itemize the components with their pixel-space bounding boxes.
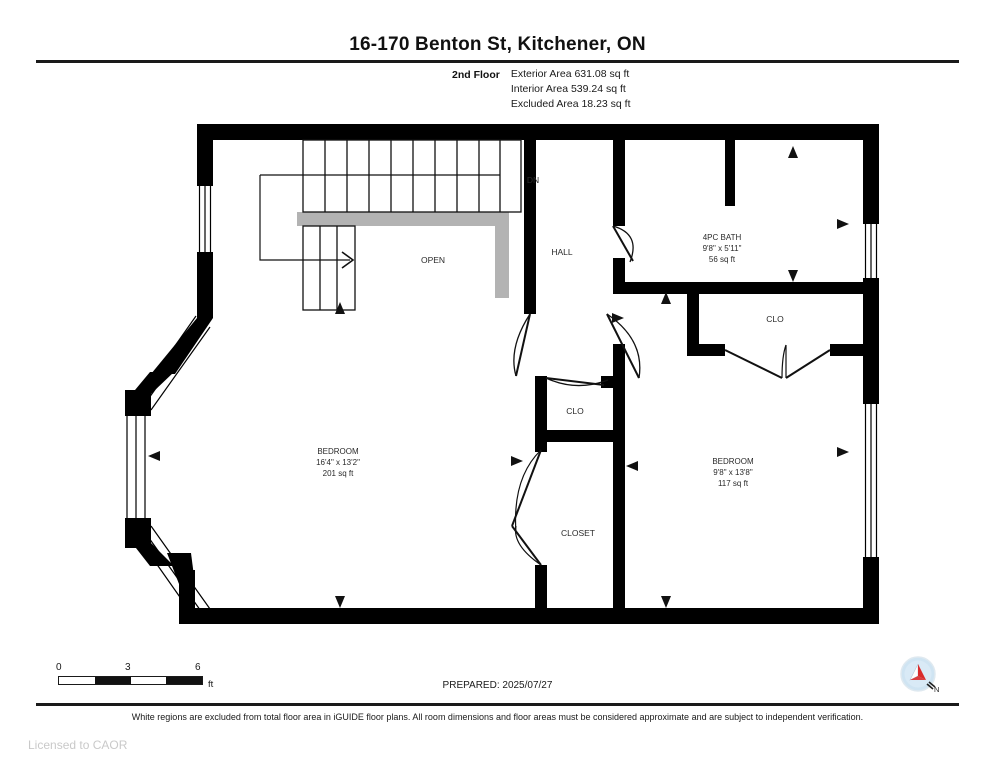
window-right-upper — [863, 224, 879, 278]
scale-tick-3: 3 — [125, 662, 131, 673]
door-clo-bedroom — [724, 344, 831, 379]
scale-segment — [94, 677, 131, 684]
compass-north-label: N — [934, 685, 940, 694]
bath-area: 56 sq ft — [709, 255, 736, 264]
window-left-upper — [197, 186, 213, 252]
scale-segment — [166, 677, 202, 684]
bedroom-main-name: BEDROOM — [317, 447, 359, 456]
bay-window-assembly — [125, 315, 213, 624]
license-text: Licensed to CAOR — [28, 738, 128, 752]
interior-area-text: Interior Area 539.24 sq ft — [510, 83, 626, 95]
bath-name: 4PC BATH — [703, 233, 742, 242]
bedroom-secondary-area: 117 sq ft — [718, 479, 749, 488]
dim-arrow-left — [626, 461, 638, 471]
exterior-area-text: Exterior Area 631.08 sq ft — [510, 68, 630, 80]
bay-window-middle — [125, 416, 151, 522]
door-bath — [612, 225, 634, 263]
page-title: 16-170 Benton St, Kitchener, ON — [349, 34, 646, 55]
footer-divider — [36, 703, 959, 706]
area-list: Exterior Area 631.08 sq ft Interior Area… — [511, 68, 631, 110]
dim-arrow-right — [837, 219, 849, 229]
excluded-area-text: Excluded Area 18.23 sq ft — [510, 98, 631, 110]
door-closet — [511, 449, 542, 566]
bedroom-main-dimensions: 16'4" x 13'2" — [316, 458, 360, 467]
dim-arrow-up — [788, 146, 798, 158]
dim-arrow-right — [612, 313, 624, 323]
dim-arrow-down — [661, 596, 671, 608]
label-closet: CLOSET — [561, 528, 595, 538]
label-clo-bedroom: CLO — [766, 314, 784, 324]
dim-arrow-up — [661, 292, 671, 304]
compass-rose-icon — [900, 656, 936, 692]
bath-dimensions: 9'8" x 5'11" — [703, 244, 742, 253]
room-label-bath: 4PC BATH 9'8" x 5'11" 56 sq ft — [703, 233, 742, 264]
staircase — [259, 139, 522, 311]
label-clo-hall: CLO — [566, 406, 584, 416]
scale-unit-label: ft — [208, 679, 214, 690]
doors — [511, 225, 831, 566]
scale-bar — [58, 676, 203, 685]
dim-arrow-down — [788, 270, 798, 282]
floor-label: 2nd Floor — [452, 69, 500, 81]
dim-arrow-right — [837, 447, 849, 457]
floor-summary: 2nd Floor Exterior Area 631.08 sq ft Int… — [452, 68, 631, 110]
dim-arrow-down — [335, 596, 345, 608]
disclaimer-text: White regions are excluded from total fl… — [131, 712, 864, 722]
scale-segment — [59, 677, 95, 684]
label-hall: HALL — [551, 247, 573, 257]
window-right-lower — [863, 404, 879, 557]
label-dn: DN — [527, 175, 539, 185]
interior-walls — [524, 140, 863, 610]
scale-segment — [130, 677, 167, 684]
dimension-markers — [148, 146, 849, 608]
prepared-date: PREPARED: 2025/07/27 — [442, 680, 553, 691]
scale-tick-0: 0 — [56, 662, 62, 673]
door-clo-hall — [545, 377, 609, 387]
bedroom-secondary-dimensions: 9'8" x 13'8" — [713, 468, 753, 477]
dim-arrow-right — [511, 456, 523, 466]
label-open: OPEN — [421, 255, 445, 265]
dim-arrow-up — [335, 302, 345, 314]
dim-arrow-left — [148, 451, 160, 461]
bedroom-secondary-name: BEDROOM — [712, 457, 754, 466]
bedroom-main-area: 201 sq ft — [323, 469, 354, 478]
room-label-bedroom-main: BEDROOM 16'4" x 13'2" 201 sq ft — [316, 447, 360, 478]
scale-tick-6: 6 — [195, 662, 201, 673]
door-bedroom-left — [513, 313, 531, 377]
room-label-bedroom-secondary: BEDROOM 9'8" x 13'8" 117 sq ft — [712, 457, 754, 488]
header-divider — [36, 60, 959, 63]
room-labels: DN HALL OPEN 4PC BATH 9'8" x 5'11" 56 sq… — [316, 175, 784, 538]
exterior-walls — [179, 124, 879, 624]
